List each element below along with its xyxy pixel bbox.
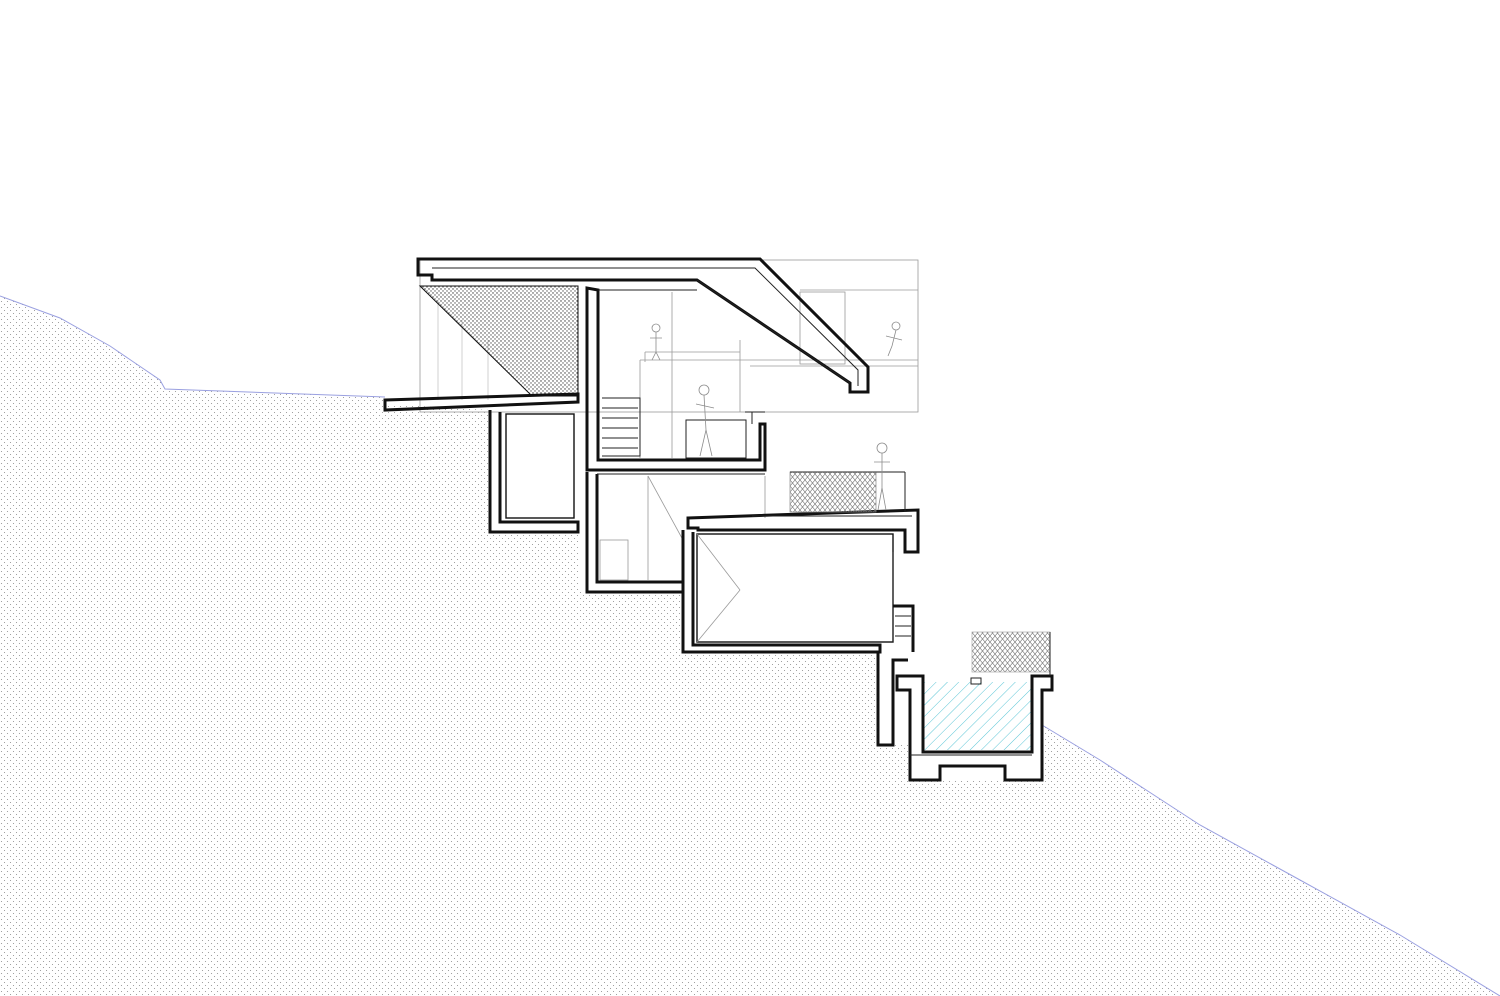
- terrace-railing-icon: [789, 471, 906, 513]
- roof-overhang-screen: [418, 285, 579, 397]
- roof-slab: [416, 257, 870, 394]
- pool-fence-icon: [971, 631, 1051, 676]
- counter: [685, 419, 747, 459]
- upper-storage-room: [488, 410, 580, 534]
- middle-terrace-slab: [686, 508, 920, 554]
- upper-railing-icon: [745, 411, 765, 424]
- pool: [895, 674, 1054, 782]
- middle-level: [585, 472, 766, 594]
- pool-access-stair: [893, 604, 915, 652]
- terrain-fill: [0, 296, 1500, 996]
- terrain-edge-lower: [1041, 724, 1500, 996]
- pool-skimmer: [970, 677, 982, 685]
- upper-terrace-railing-icon: [644, 340, 741, 412]
- terrain: [0, 295, 1500, 996]
- lower-level: [681, 530, 915, 654]
- upper-level: [585, 286, 767, 472]
- person-figure-icon: [885, 321, 903, 357]
- pool-water: [923, 682, 1033, 750]
- upper-terrace-slab: [383, 392, 580, 412]
- person-figure-icon: [650, 323, 662, 361]
- retaining-pier: [876, 652, 908, 747]
- interior-stair: [602, 397, 641, 457]
- terrain-edge: [0, 295, 386, 398]
- person-figure-icon: [695, 384, 715, 457]
- person-figure-icon: [874, 442, 890, 511]
